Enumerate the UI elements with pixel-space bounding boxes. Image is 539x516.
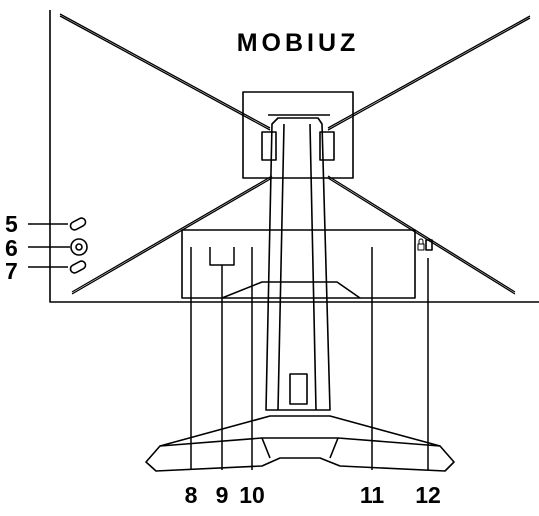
vesa-mount: [242, 91, 354, 179]
io-module-base: [221, 281, 361, 299]
callout-7: 7: [5, 258, 18, 284]
stand-neck-edge: [277, 123, 317, 411]
stand-base: [145, 415, 455, 472]
mount-bracket-right: [319, 131, 335, 161]
io-module: [181, 229, 416, 299]
callout-5: 5: [5, 211, 18, 237]
callout-6: 6: [5, 235, 18, 261]
callout-12: 12: [415, 482, 441, 508]
callout-leaders: [28, 223, 429, 470]
button-5: [69, 217, 87, 231]
button-6-joystick-center: [75, 243, 83, 251]
callout-9: 9: [216, 482, 229, 508]
monitor-back-panel: [49, 10, 539, 303]
button-6-joystick: [70, 238, 88, 256]
button-7: [69, 260, 87, 274]
brand-logo-text: MOBIUZ: [237, 29, 360, 57]
security-slot: [425, 239, 433, 251]
mount-bracket-left: [261, 131, 277, 161]
stand-neck: [265, 117, 331, 411]
cable-slot: [289, 373, 308, 405]
lock-icon: [417, 238, 425, 251]
callout-11: 11: [360, 482, 385, 508]
stand-base-ridge: [159, 437, 441, 459]
callout-10: 10: [239, 482, 265, 508]
side-buttons: [69, 217, 88, 274]
back-cross-lines: [59, 13, 531, 295]
callout-8: 8: [185, 482, 198, 508]
